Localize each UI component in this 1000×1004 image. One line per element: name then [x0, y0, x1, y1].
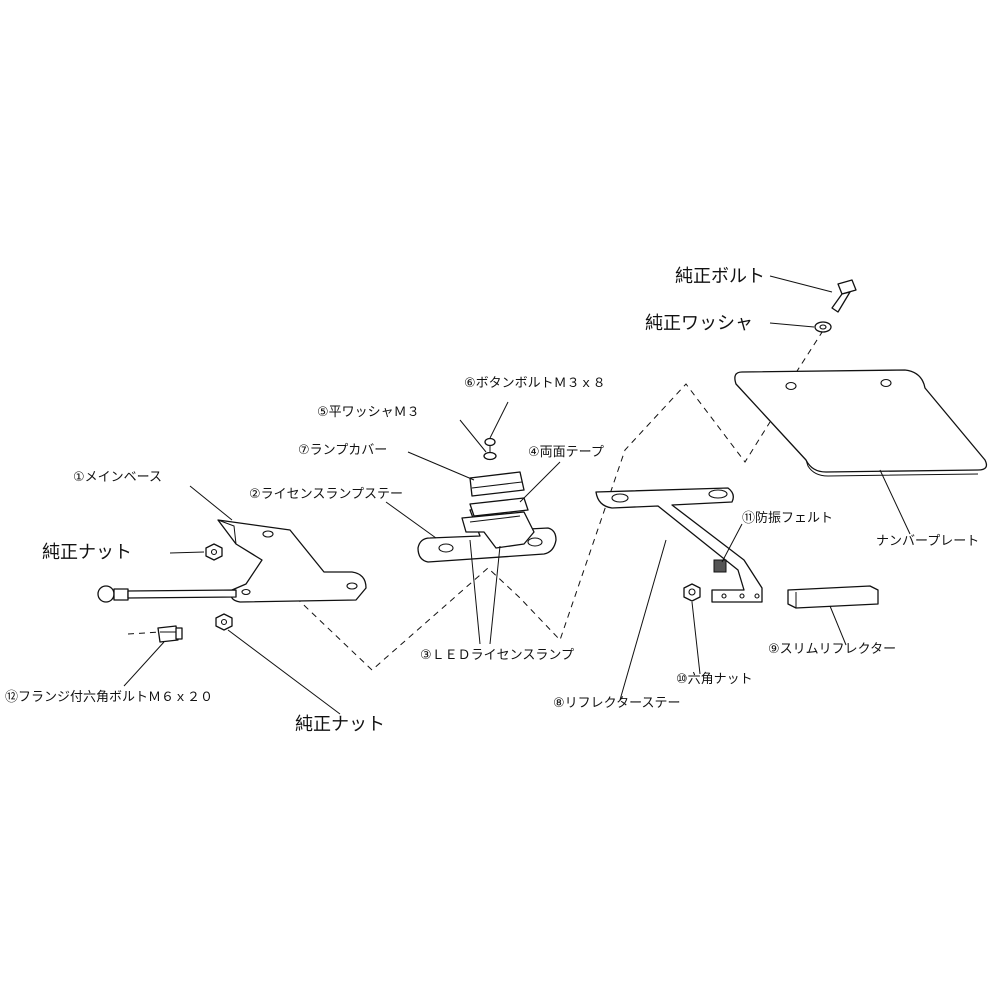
- genuine-nut-2-part: [215, 613, 233, 631]
- label-lamp-cover: ⑦ランプカバー: [298, 443, 388, 458]
- number-plate-part: [734, 369, 988, 477]
- label-flange-bolt: ⑫フランジ付六角ボルトＭ６ｘ２０: [5, 690, 214, 705]
- leader-genuine-nut-2: [227, 629, 341, 715]
- leader-main-base: [189, 485, 233, 521]
- label-genuine-nut-2: 純正ナット: [295, 714, 385, 735]
- leader-led-lamp-a: [469, 539, 481, 645]
- genuine-bolt-part: [831, 279, 857, 313]
- leader-double-sided-tape: [519, 461, 561, 503]
- label-slim-reflector: ⑨スリムリフレクター: [768, 642, 897, 657]
- leader-antivibration-felt: [721, 523, 743, 563]
- led-license-lamp-part: [461, 511, 535, 549]
- leader-genuine-nut-1: [169, 551, 205, 554]
- label-button-bolt: ⑥ボタンボルトＭ３ｘ８: [464, 376, 606, 391]
- flat-washer-part: [483, 451, 497, 461]
- label-led-license-lamp: ③ＬＥＤライセンスランプ: [420, 648, 575, 663]
- label-license-lamp-stay: ②ライセンスランプステー: [249, 487, 404, 502]
- label-genuine-washer: 純正ワッシャ: [645, 313, 753, 334]
- label-hex-nut: ⑩六角ナット: [676, 672, 753, 687]
- leader-genuine-washer: [769, 322, 815, 328]
- leader-lamp-cover: [407, 451, 475, 481]
- leader-license-lamp-stay: [385, 501, 437, 539]
- button-bolt-part: [484, 437, 496, 452]
- leader-number-plate: [879, 469, 911, 535]
- leader-genuine-bolt: [769, 275, 833, 293]
- genuine-nut-1-part: [205, 543, 223, 561]
- label-flat-washer: ⑤平ワッシャＭ３: [317, 405, 420, 420]
- alignment-dashed-line: [287, 383, 771, 671]
- bolt-dashed-line: [127, 631, 161, 635]
- hex-nut-part: [683, 583, 701, 602]
- leader-flat-washer: [459, 419, 487, 453]
- leader-reflector-stay: [619, 539, 667, 701]
- leader-flange-bolt: [123, 641, 165, 687]
- label-number-plate: ナンバープレート: [876, 534, 980, 549]
- label-genuine-nut-1: 純正ナット: [42, 542, 132, 563]
- leader-slim-reflector: [829, 605, 847, 646]
- leader-led-lamp-b: [489, 545, 501, 645]
- main-base-part: [217, 519, 367, 603]
- leader-hex-nut: [691, 601, 701, 675]
- antivibration-felt-part: [713, 559, 727, 573]
- leader-button-bolt: [489, 401, 509, 439]
- label-double-sided-tape: ④両面テープ: [528, 445, 604, 460]
- genuine-washer-part: [814, 321, 832, 333]
- label-main-base: ①メインベース: [73, 470, 163, 485]
- label-antivibration-felt: ⑪防振フェルト: [742, 511, 834, 526]
- slim-reflector-part: [787, 585, 879, 609]
- lamp-cover-part: [469, 471, 525, 497]
- label-genuine-bolt: 純正ボルト: [675, 266, 765, 287]
- reflector-stay-part: [595, 487, 763, 603]
- label-reflector-stay: ⑧リフレクターステー: [553, 696, 681, 711]
- long-bolt-part: [97, 585, 237, 603]
- flange-bolt-part: [157, 625, 183, 643]
- double-sided-tape-part: [469, 497, 529, 517]
